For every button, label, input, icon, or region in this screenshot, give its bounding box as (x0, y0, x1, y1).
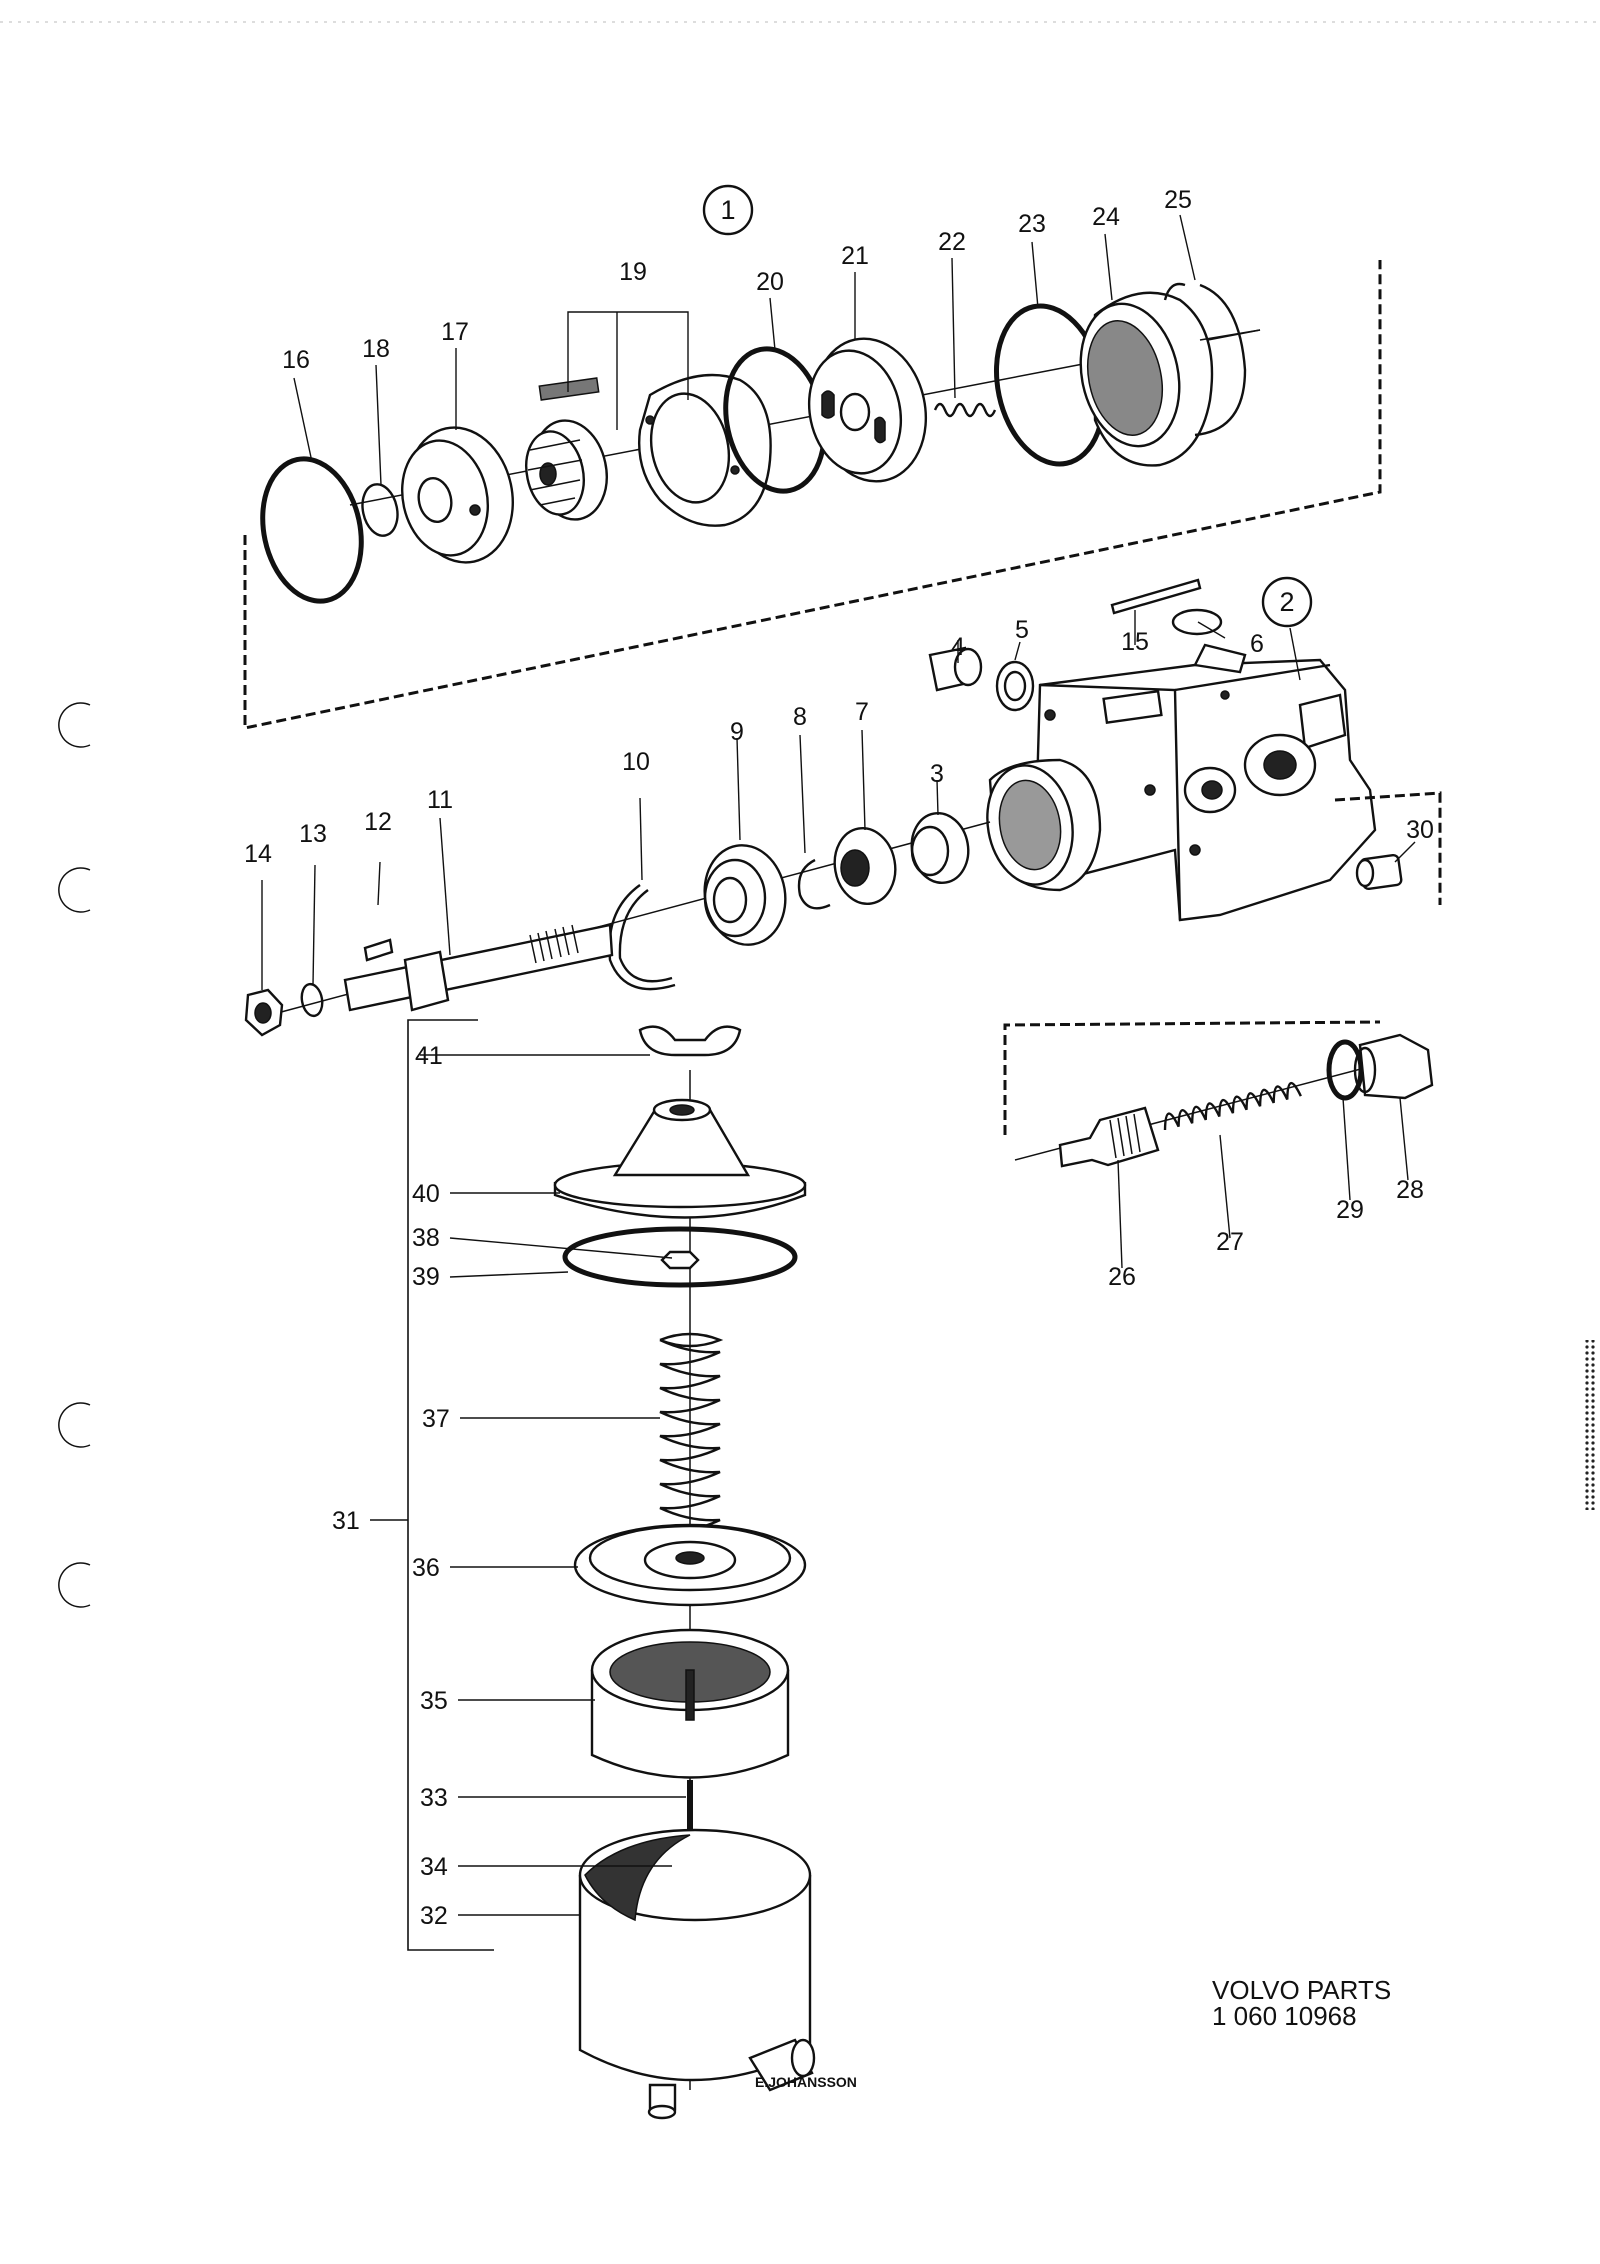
plug-4 (928, 646, 983, 692)
disc-6 (1171, 608, 1223, 636)
callout-11: 11 (427, 786, 453, 814)
callout-17: 17 (441, 318, 469, 346)
callout-31: 31 (332, 1507, 360, 1535)
binder-hole-1 (58, 702, 91, 748)
callout-2: 2 (1279, 587, 1294, 617)
binder-hole-2 (58, 867, 91, 913)
callout-32: 32 (420, 1902, 448, 1930)
binder-holes (58, 702, 91, 1608)
callout-28: 28 (1396, 1176, 1424, 1204)
callout-30: 30 (1406, 816, 1434, 844)
pump-group (260, 282, 1261, 604)
footer-number: 1 060 10968 (1212, 2001, 1357, 2031)
callout-34: 34 (420, 1853, 448, 1881)
washer-13 (300, 982, 324, 1018)
footer-brand: VOLVO PARTS (1212, 1975, 1391, 2005)
reservoir-group-31 (407, 1019, 816, 2120)
callout-26: 26 (1108, 1263, 1136, 1291)
ring-18 (361, 483, 399, 537)
end-plate-17 (400, 426, 514, 564)
filter-element-35 (590, 1628, 790, 1779)
callout-35: 35 (420, 1687, 448, 1715)
wing-nut-41 (638, 1025, 742, 1057)
bearing-3 (910, 811, 970, 885)
spring-22 (933, 402, 997, 418)
snap-ring-25 (1163, 282, 1247, 437)
binder-hole-4 (58, 1562, 91, 1608)
cam-ring-19 (638, 373, 772, 527)
callout-23: 23 (1018, 210, 1046, 238)
rotor-19 (525, 377, 608, 521)
pin-15 (1110, 578, 1202, 615)
gasket-39 (562, 1226, 798, 1288)
edge-mark (1584, 1340, 1596, 1510)
leader-lines (261, 214, 1416, 1916)
callout-5: 5 (1015, 616, 1029, 644)
callout-19: 19 (619, 258, 647, 286)
callout-24: 24 (1092, 203, 1120, 231)
filter-plate-36 (573, 1523, 807, 1607)
callout-8: 8 (793, 703, 807, 731)
callout-circle-2 (1261, 576, 1313, 628)
callout-labels: 1 2 16 18 17 19 20 21 22 23 24 25 4 5 15… (244, 184, 1434, 1930)
valve-26 (1058, 1106, 1160, 1168)
valve-group (1003, 1020, 1434, 1168)
callout-7: 7 (855, 698, 869, 726)
washer-5 (995, 660, 1035, 712)
callout-6: 6 (1250, 630, 1264, 658)
callout-37: 37 (422, 1405, 450, 1433)
callout-36: 36 (412, 1554, 440, 1582)
shaft-group (244, 811, 991, 1037)
callout-4: 4 (951, 633, 965, 661)
nut-38 (660, 1250, 700, 1270)
callout-38: 38 (412, 1224, 440, 1252)
shaft-11 (343, 923, 614, 1012)
callout-18: 18 (362, 335, 390, 363)
callout-20: 20 (756, 268, 784, 296)
callout-39: 39 (412, 1263, 440, 1291)
spring-37 (659, 1332, 724, 1558)
callout-12: 12 (364, 808, 392, 836)
binder-hole-3 (58, 1402, 91, 1448)
callout-27: 27 (1216, 1228, 1244, 1256)
bracket-31 (407, 1019, 494, 1951)
callout-40: 40 (412, 1180, 440, 1208)
cover-40 (553, 1098, 807, 1219)
dashed-frame-right (1334, 791, 1442, 905)
callout-21: 21 (841, 242, 869, 270)
cover-24 (1079, 291, 1214, 467)
spring-27 (1163, 1081, 1302, 1131)
callout-16: 16 (282, 346, 310, 374)
callout-9: 9 (730, 718, 744, 746)
reservoir-32 (578, 1828, 816, 2120)
callout-29: 29 (1336, 1196, 1364, 1224)
circlip-10 (608, 884, 676, 991)
dashed-frame-top (243, 260, 1382, 730)
callout-14: 14 (244, 840, 272, 868)
plug-28 (1358, 1033, 1434, 1100)
ring-29 (1326, 1039, 1364, 1101)
illustrator-credit: E.JOHANSSON (755, 2074, 857, 2090)
callout-1: 1 (720, 195, 735, 225)
callout-3: 3 (930, 760, 944, 788)
key-12 (363, 938, 394, 962)
callout-22: 22 (938, 228, 966, 256)
circlip-8 (797, 858, 831, 910)
o-ring-16 (260, 456, 364, 604)
callout-25: 25 (1164, 186, 1192, 214)
housing-2 (986, 643, 1377, 922)
callout-33: 33 (420, 1784, 448, 1812)
callout-15: 15 (1121, 628, 1149, 656)
callout-41: 41 (415, 1042, 443, 1070)
callout-13: 13 (299, 820, 327, 848)
callout-10: 10 (622, 748, 650, 776)
fitting-30 (1355, 853, 1403, 891)
callout-circle-1 (702, 184, 754, 236)
dashed-frame-valve (1003, 1020, 1381, 1135)
